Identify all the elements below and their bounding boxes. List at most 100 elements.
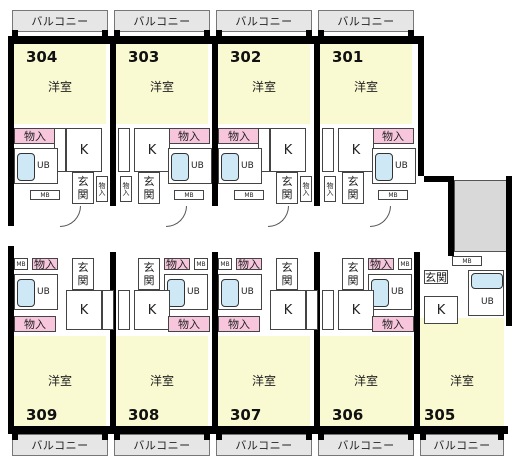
closet: 物入 xyxy=(372,128,414,144)
balcony: バルコニー xyxy=(216,10,312,32)
closet: 物入 xyxy=(372,316,414,332)
ub-label: UB xyxy=(481,297,494,307)
post xyxy=(420,426,426,440)
party-wall xyxy=(212,36,218,206)
bathtub-icon xyxy=(221,279,239,307)
entrance: 玄関 xyxy=(424,270,448,284)
mini-closet: 物入 xyxy=(96,176,108,202)
entrance-label: 玄 xyxy=(77,261,89,274)
post xyxy=(114,426,120,440)
unit-number: 305 xyxy=(424,406,456,424)
balcony: バルコニー xyxy=(318,10,414,32)
room-label: 洋室 xyxy=(251,374,276,388)
unit-number: 306 xyxy=(332,406,364,424)
stair-wall xyxy=(448,176,454,256)
balcony: バルコニー xyxy=(114,10,210,32)
entrance: 玄関 xyxy=(276,258,298,290)
room-label: 洋室 xyxy=(149,80,174,94)
balcony: バルコニー xyxy=(114,434,210,456)
entrance-label: 玄 xyxy=(347,175,359,188)
mini-closet: 物入 xyxy=(300,176,312,202)
meter-box: MB xyxy=(378,190,408,200)
entrance-label: 玄 xyxy=(347,261,359,274)
unit-bath: UB xyxy=(468,270,504,316)
entrance-label: 玄 xyxy=(143,175,155,188)
closet: 物入 xyxy=(368,258,394,271)
cabinet xyxy=(118,128,130,172)
kitchen: K xyxy=(424,296,458,324)
post xyxy=(216,30,222,44)
cabinet xyxy=(322,128,334,172)
western-room xyxy=(116,44,208,124)
ub-label: UB xyxy=(391,287,404,297)
meter-box: MB xyxy=(14,258,28,270)
meter-box: MB xyxy=(452,256,482,266)
room-label: 洋室 xyxy=(47,80,72,94)
stairwell xyxy=(454,180,510,252)
entrance: 玄関 xyxy=(138,172,160,204)
kitchen: K xyxy=(134,290,170,330)
party-wall xyxy=(110,36,116,206)
bathtub-icon xyxy=(375,153,393,181)
party-wall xyxy=(212,252,218,432)
entrance-label: 関 xyxy=(77,274,89,287)
meter-box: MB xyxy=(234,190,264,200)
entrance: 玄関 xyxy=(276,172,298,204)
balcony: バルコニー xyxy=(12,434,108,456)
unit-bath: UB xyxy=(164,274,208,310)
room-label: 洋室 xyxy=(47,374,72,388)
ub-label: UB xyxy=(37,287,50,297)
cabinet xyxy=(322,290,334,330)
unit-bath: UB xyxy=(368,274,412,310)
kitchen: K xyxy=(270,290,306,330)
kitchen: K xyxy=(66,290,102,330)
entrance: 玄関 xyxy=(72,258,94,290)
left-wall-bottom xyxy=(8,250,14,434)
post xyxy=(408,426,414,440)
room-label: 洋室 xyxy=(149,374,174,388)
post xyxy=(12,30,18,44)
right-outer-wall xyxy=(506,176,512,326)
entrance-label: 玄 xyxy=(281,175,293,188)
unit-bath: UB xyxy=(218,274,262,310)
unit-number: 303 xyxy=(128,48,160,66)
western-room xyxy=(218,336,310,426)
entrance: 玄関 xyxy=(138,258,160,290)
unit-bath: UB xyxy=(14,274,58,310)
ub-label: UB xyxy=(191,161,204,171)
post xyxy=(318,30,324,44)
closet: 物入 xyxy=(218,128,260,144)
cabinet xyxy=(118,290,130,330)
entrance-label: 関 xyxy=(281,188,293,201)
closet: 物入 xyxy=(236,258,262,271)
closet: 物入 xyxy=(32,258,58,271)
kitchen: K xyxy=(338,290,374,330)
unit-bath: UB xyxy=(14,148,58,184)
unit-number: 302 xyxy=(230,48,262,66)
entrance: 玄関 xyxy=(342,258,364,290)
entrance: 玄関 xyxy=(342,172,364,204)
post xyxy=(204,426,210,440)
unit-bath: UB xyxy=(218,148,262,184)
unit-number: 304 xyxy=(26,48,58,66)
post xyxy=(102,30,108,44)
balcony: バルコニー xyxy=(420,434,504,456)
room-label: 洋室 xyxy=(353,374,378,388)
entrance-label: 関 xyxy=(77,188,89,201)
entrance-label: 関 xyxy=(143,188,155,201)
corridor-wall xyxy=(424,176,454,182)
left-wall xyxy=(8,36,14,216)
post xyxy=(216,426,222,440)
closet: 物入 xyxy=(218,316,260,332)
room-label: 洋室 xyxy=(449,374,474,388)
bathtub-icon xyxy=(17,279,35,307)
ub-label: UB xyxy=(395,161,408,171)
room-label: 洋室 xyxy=(353,80,378,94)
bottom-wall xyxy=(8,426,508,434)
balcony: バルコニー xyxy=(12,10,108,32)
unit-number: 308 xyxy=(128,406,160,424)
western-room xyxy=(14,336,106,426)
entrance: 玄関 xyxy=(72,172,94,204)
post xyxy=(102,426,108,440)
bathtub-icon xyxy=(171,153,189,181)
